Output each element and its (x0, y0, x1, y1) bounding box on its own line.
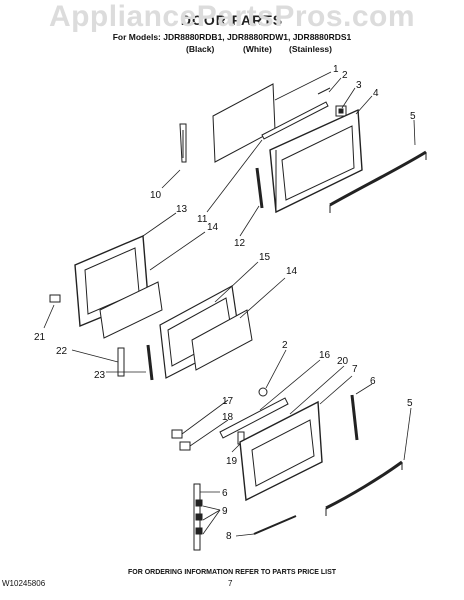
part-trim-strip-top (261, 101, 329, 140)
callout-22: 22 (56, 346, 68, 357)
part-strip-23 (146, 344, 154, 381)
callout-11: 11 (197, 214, 208, 225)
variant-stainless: (Stainless) (289, 44, 332, 54)
callout-17: 17 (222, 396, 234, 407)
callout-21: 21 (34, 332, 46, 343)
part-21 (49, 294, 61, 303)
part-18 (179, 441, 191, 451)
callout-12: 12 (234, 238, 246, 249)
ordering-info-footer: FOR ORDERING INFORMATION REFER TO PARTS … (127, 569, 337, 576)
models-line: For Models: JDR8880RDB1, JDR8880RDW1, JD… (112, 32, 352, 42)
callout-2: 2 (342, 70, 348, 81)
part-bracket-22 (117, 347, 125, 377)
part-vent-16 (219, 397, 289, 439)
variant-white: (White) (243, 44, 272, 54)
callout-8: 8 (226, 531, 232, 542)
callout-10: 10 (150, 190, 162, 201)
callout-3: 3 (356, 80, 362, 91)
part-glass-14a (99, 281, 163, 339)
callout-9: 9 (222, 506, 228, 517)
watermark: AppliancePartsPros.com (48, 0, 416, 33)
callout-5: 5 (410, 111, 416, 122)
callout-23: 23 (94, 370, 106, 381)
callout-15: 15 (259, 252, 271, 263)
document-number: W10245806 (2, 579, 46, 588)
part-glass-14b (191, 309, 253, 371)
part-strip-12 (255, 167, 264, 209)
callout-20: 20 (337, 356, 349, 367)
part-handle-bottom (325, 460, 403, 510)
part-2-round (258, 387, 268, 397)
callout-19: 19 (226, 456, 238, 467)
callout-4: 4 (373, 88, 379, 99)
part-outer-door-top (269, 108, 363, 214)
variant-black: (Black) (186, 44, 215, 54)
callout-7: 7 (352, 364, 358, 375)
callout-2b: 2 (282, 340, 288, 351)
callout-14a: 14 (207, 222, 219, 233)
callout-6b: 6 (222, 488, 228, 499)
part-handle-top (329, 150, 427, 207)
callout-1: 1 (333, 64, 339, 75)
part-glass-top (212, 83, 276, 163)
callout-16: 16 (319, 350, 331, 361)
callout-5b: 5 (407, 398, 413, 409)
callout-6a: 6 (370, 376, 376, 387)
page-title: DOOR PARTS (180, 12, 284, 28)
part-17 (171, 429, 183, 439)
part-strip-6 (350, 394, 359, 441)
part-outer-door-20 (239, 400, 323, 502)
callout-14b: 14 (286, 266, 298, 277)
part-strip-8 (253, 515, 297, 535)
callout-13: 13 (176, 204, 188, 215)
callout-18: 18 (222, 412, 234, 423)
page-number: 7 (228, 579, 233, 588)
